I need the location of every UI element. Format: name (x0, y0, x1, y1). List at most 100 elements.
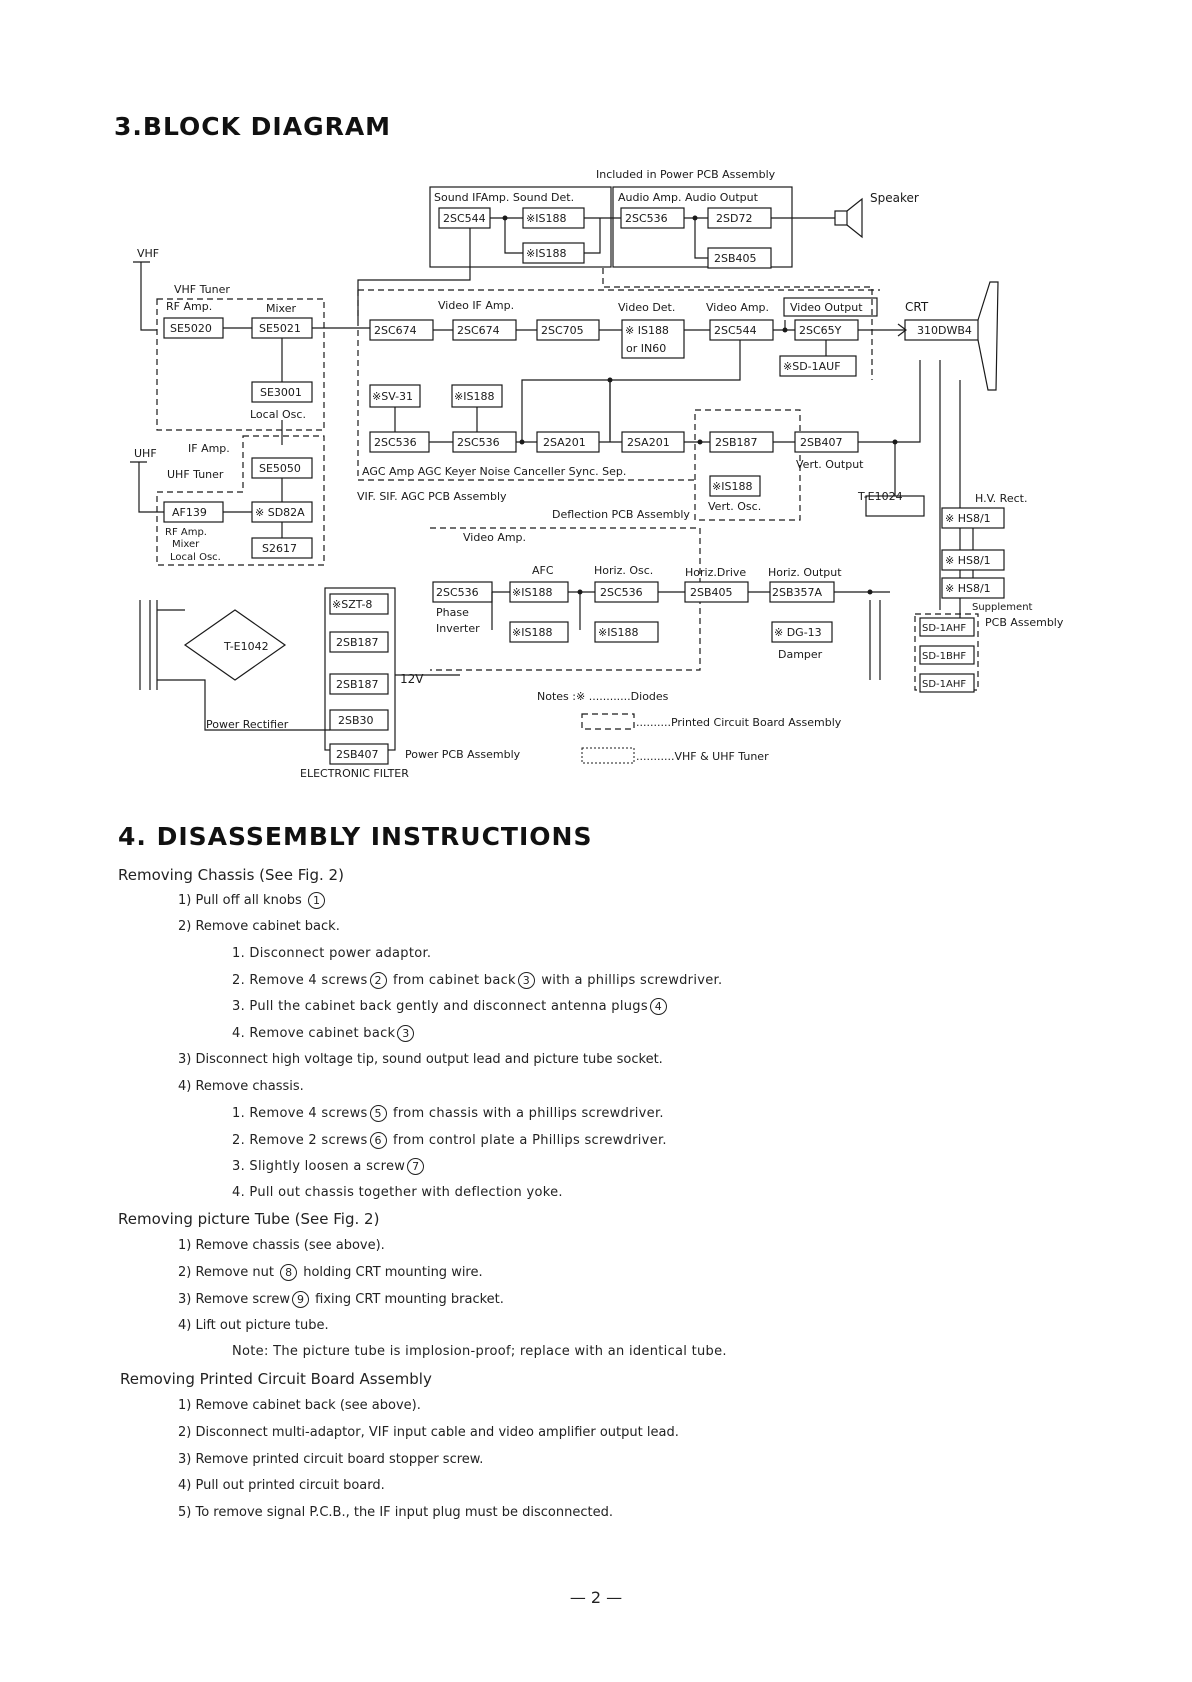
label-afc: AFC (532, 564, 554, 577)
part-IS188d: ※IS188 (454, 390, 494, 403)
part-2SB405b: 2SB405 (690, 586, 733, 599)
label-power-rectifier: Power Rectifier (206, 718, 289, 731)
label-phase: Phase (436, 606, 469, 619)
label-uhf: UHF (134, 447, 157, 460)
circled-number: 5 (369, 1105, 387, 1122)
circled-number: 4 (649, 998, 667, 1015)
label-vert-output: Vert. Output (796, 458, 864, 471)
label-power-pcb: Power PCB Assembly (405, 748, 521, 761)
label-local-osc: Local Osc. (250, 408, 306, 421)
step: 5) To remove signal P.C.B., the IF input… (178, 1505, 613, 1520)
circled-number: 1 (307, 892, 325, 909)
label-crt: CRT (905, 300, 929, 314)
label-audio-amp: Audio Amp. Audio Output (618, 191, 759, 204)
step: 2) Remove cabinet back. (178, 919, 340, 934)
label-diodes: ※ ............Diodes (576, 690, 669, 703)
step: 3) Disconnect high voltage tip, sound ou… (178, 1052, 663, 1067)
part-IS188e: ※IS188 (712, 480, 752, 493)
circled-number: 9 (291, 1291, 309, 1308)
section-title: Removing Chassis (See Fig. 2) (118, 866, 344, 884)
label-uhf-tuner: UHF Tuner (167, 468, 224, 481)
circled-number: 3 (517, 972, 535, 989)
part-2SB357A: 2SB357A (772, 586, 823, 599)
step: 1) Remove cabinet back (see above). (178, 1398, 421, 1413)
part-2SD72: 2SD72 (716, 212, 752, 225)
label-horiz-osc: Horiz. Osc. (594, 564, 653, 577)
page-number: — 2 — (569, 1588, 623, 1607)
label-vhf-tuner: VHF Tuner (174, 283, 230, 296)
part-2SB405a: 2SB405 (714, 252, 757, 265)
block-diagram: Included in Power PCB Assembly Sound IFA… (130, 168, 1064, 780)
label-supplement: Supplement (972, 602, 1033, 613)
label-included: Included in Power PCB Assembly (596, 168, 776, 181)
label-video-amp2: Video Amp. (463, 531, 526, 544)
part-IS188a: ※IS188 (526, 212, 566, 225)
step: 1) Remove chassis (see above). (178, 1238, 385, 1253)
circled-number: 7 (407, 1158, 425, 1175)
part-2SC674b: 2SC674 (457, 324, 500, 337)
part-AF139: AF139 (172, 506, 207, 519)
label-local-osc2: Local Osc. (170, 552, 221, 563)
label-deflection: Deflection PCB Assembly (552, 508, 690, 521)
label-sound-if: Sound IFAmp. Sound Det. (434, 191, 574, 204)
note: Note: The picture tube is implosion-proo… (232, 1344, 727, 1359)
part-SD82A: ※ SD82A (255, 506, 305, 519)
disassembly-heading: 4. DISASSEMBLY INSTRUCTIONS (118, 822, 593, 851)
label-rf-amp: RF Amp. (166, 300, 212, 313)
label-pcb-legend: ..........Printed Circuit Board Assembly (636, 716, 842, 729)
part-IS188f: ※IS188 (512, 586, 552, 599)
part-HS81a: ※ HS8/1 (945, 512, 991, 525)
part-2SC536b: 2SC536 (374, 436, 417, 449)
label-video-output: Video Output (790, 301, 863, 314)
part-DG13: ※ DG-13 (774, 626, 822, 639)
label-agc-row: AGC Amp AGC Keyer Noise Canceller Sync. … (362, 465, 626, 478)
part-SD1AUF: ※SD-1AUF (783, 360, 841, 373)
label-tuner-legend: ...........VHF & UHF Tuner (636, 750, 769, 763)
part-HS81c: ※ HS8/1 (945, 582, 991, 595)
circled-number: 6 (369, 1132, 387, 1149)
part-310DWB4: 310DWB4 (917, 324, 972, 337)
label-rf-amp2: RF Amp. (165, 527, 207, 538)
part-2SA201b: 2SA201 (627, 436, 670, 449)
circled-number: 3 (397, 1025, 415, 1042)
part-2SB187b: 2SB187 (336, 636, 379, 649)
part-SD1BHF: SD-1BHF (922, 651, 966, 662)
part-2SB407b: 2SB407 (336, 748, 379, 761)
part-2SC536e: 2SC536 (600, 586, 643, 599)
step: 3) Remove printed circuit board stopper … (178, 1452, 484, 1467)
part-SZT8: ※SZT-8 (332, 598, 372, 611)
label-vert-osc: Vert. Osc. (708, 500, 761, 513)
part-SD1AHFa: SD-1AHF (922, 623, 966, 634)
label-video-det: Video Det. (618, 301, 675, 314)
label-horiz-output: Horiz. Output (768, 566, 842, 579)
part-2SC544b: 2SC544 (714, 324, 757, 337)
part-IS188h: ※IS188 (598, 626, 638, 639)
part-HS81b: ※ HS8/1 (945, 554, 991, 567)
part-S2617: S2617 (262, 542, 297, 555)
section-title: Removing Printed Circuit Board Assembly (120, 1370, 432, 1388)
step: 4) Pull out printed circuit board. (178, 1478, 385, 1493)
part-2SB30: 2SB30 (338, 714, 374, 727)
part-SD1AHFb: SD-1AHF (922, 679, 966, 690)
label-vhf: VHF (137, 247, 159, 260)
label-damper: Damper (778, 648, 823, 661)
substep: 1. Disconnect power adaptor. (232, 946, 432, 961)
part-2SC65Y: 2SC65Y (799, 324, 842, 337)
step: 1) Pull off all knobs 1 (178, 892, 327, 909)
part-2SC544a: 2SC544 (443, 212, 486, 225)
part-IN60: or IN60 (626, 342, 666, 355)
label-horiz-drive: Horiz.Drive (685, 566, 746, 579)
label-video-amp: Video Amp. (706, 301, 769, 314)
circled-number: 8 (280, 1264, 298, 1281)
label-electronic-filter: ELECTRONIC FILTER (300, 767, 409, 780)
part-2SA201a: 2SA201 (543, 436, 586, 449)
section-title: Removing picture Tube (See Fig. 2) (118, 1210, 380, 1228)
part-SE3001: SE3001 (260, 386, 302, 399)
label-mixer: Mixer (266, 302, 296, 315)
part-SV31: ※SV-31 (372, 390, 413, 403)
substep: 4. Pull out chassis together with deflec… (232, 1185, 563, 1200)
